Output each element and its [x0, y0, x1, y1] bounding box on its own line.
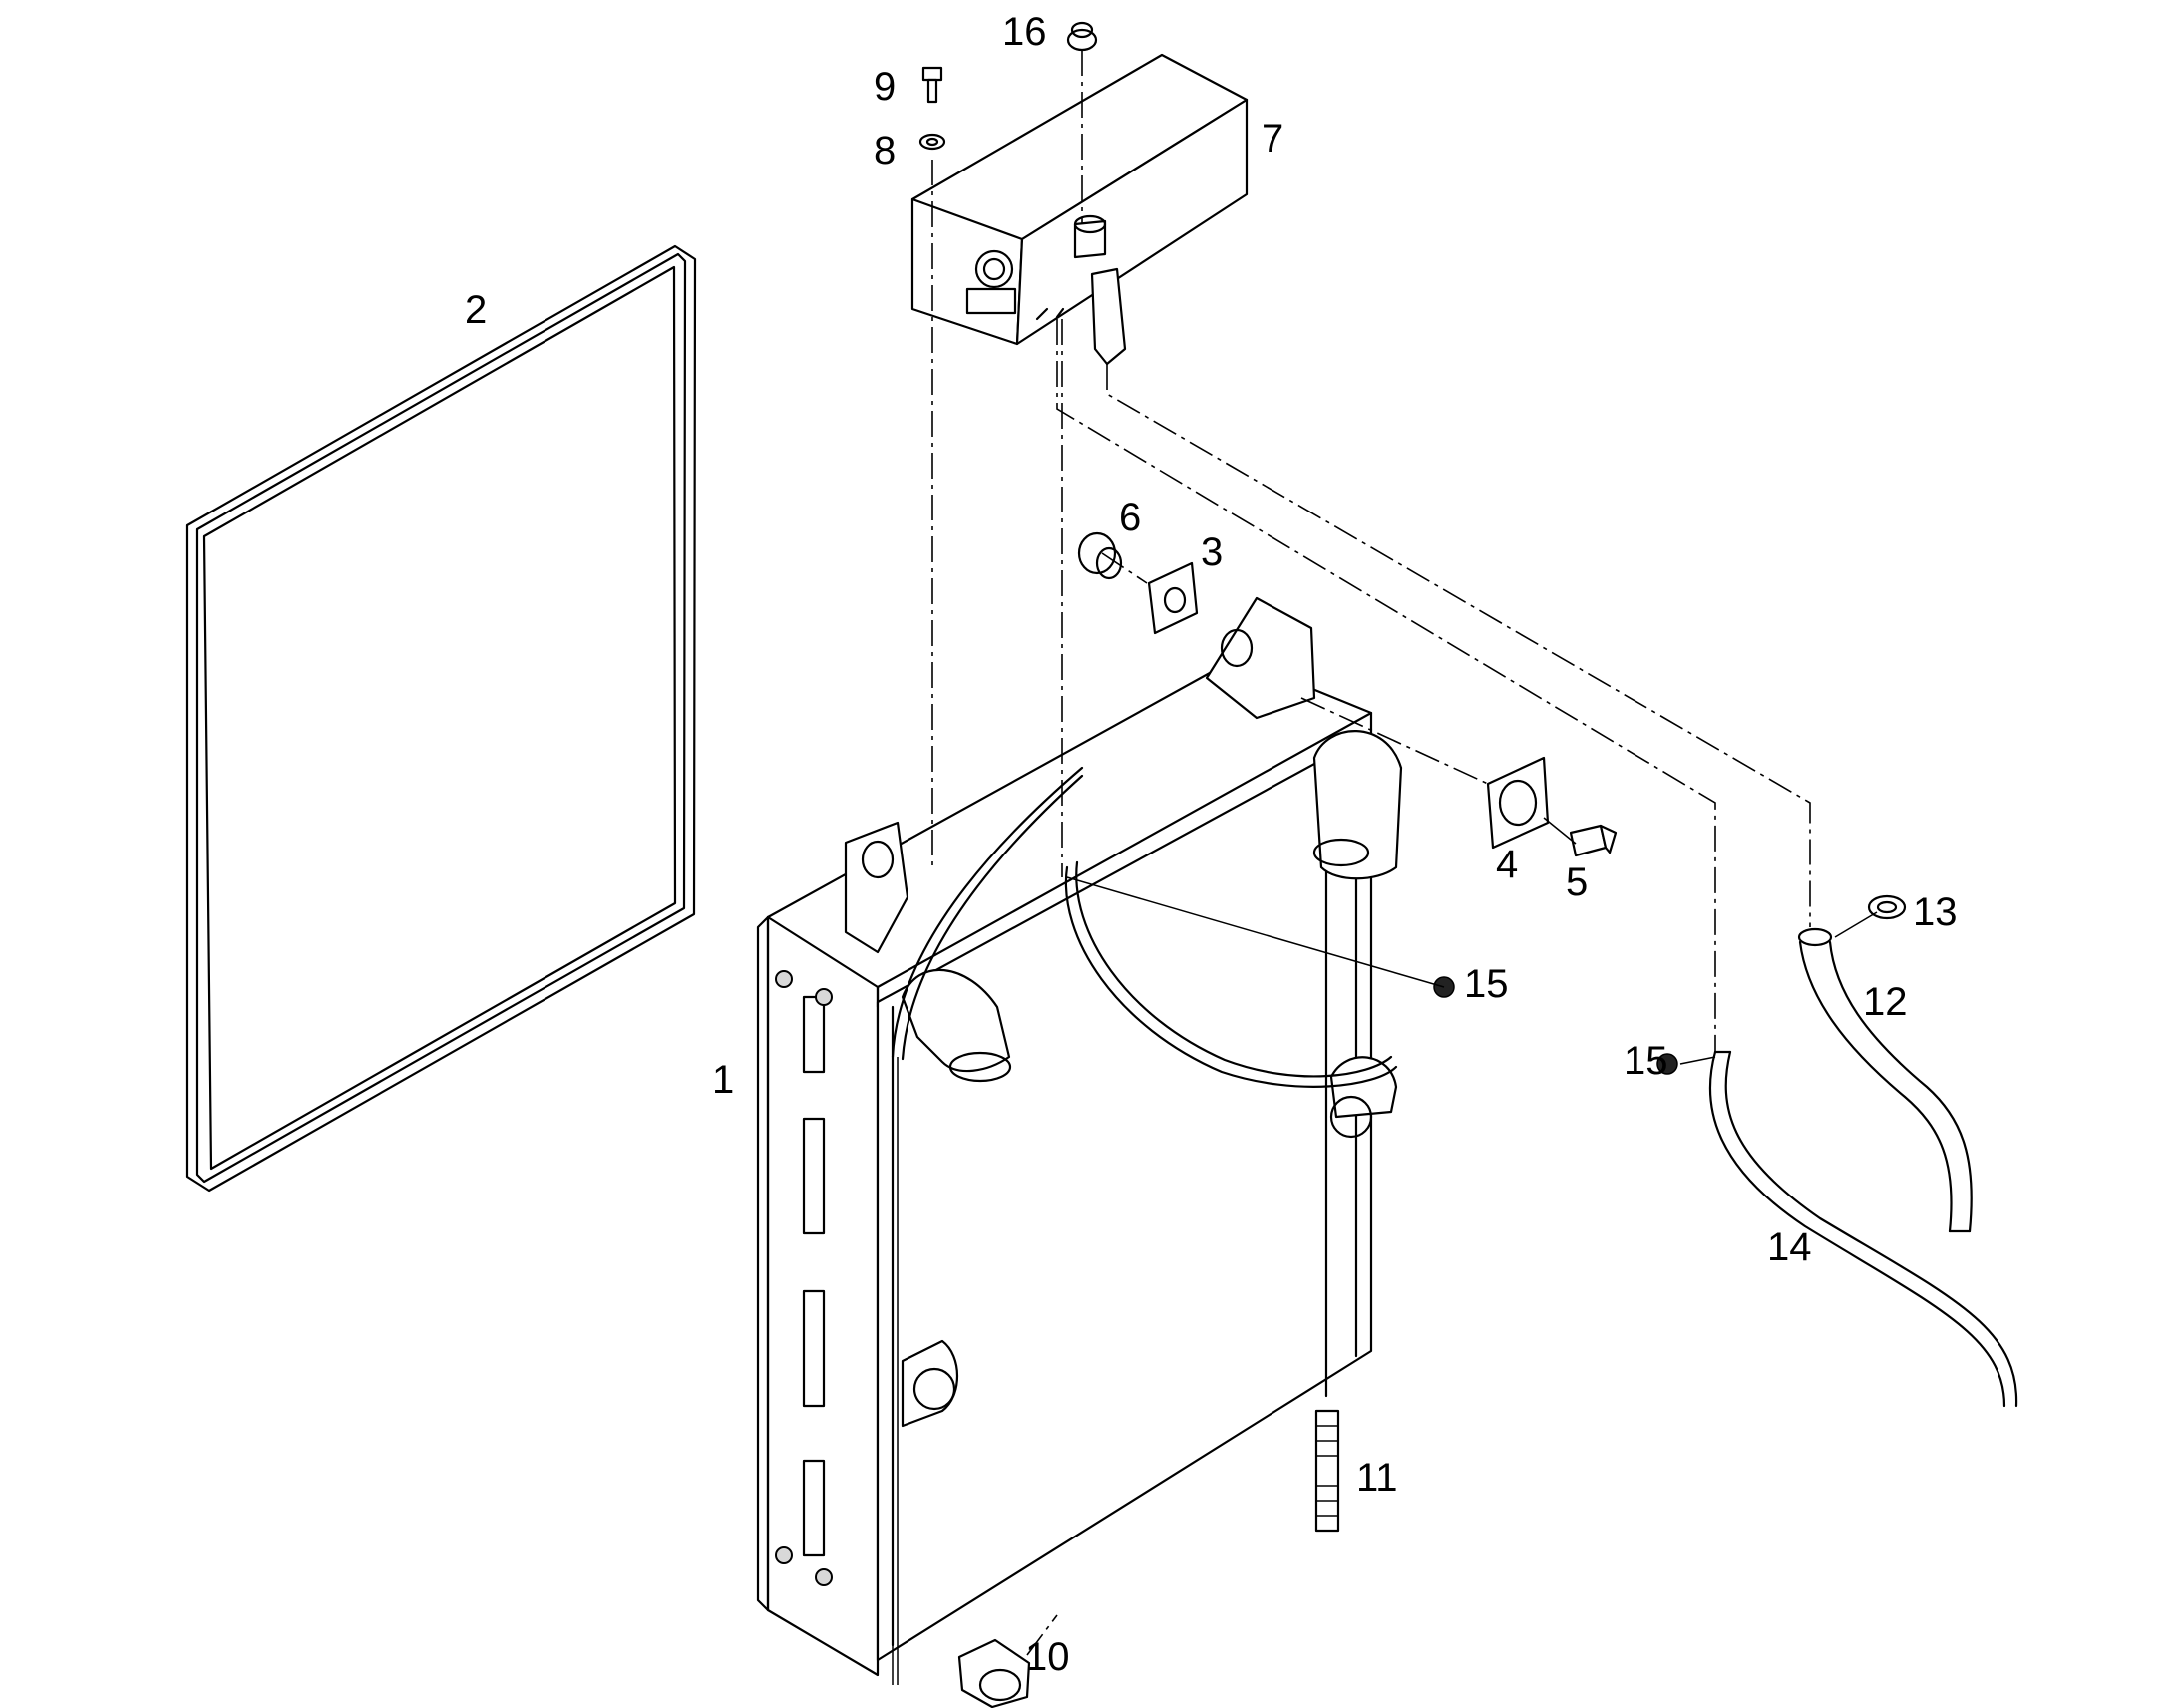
gasket-4[interactable] — [1486, 756, 1550, 850]
plate-3[interactable] — [1147, 561, 1199, 635]
callout-4: 4 — [1496, 843, 1518, 886]
callout-14: 14 — [1767, 1225, 1812, 1269]
callout-5: 5 — [1566, 860, 1588, 904]
callout-1: 1 — [712, 1058, 734, 1102]
screw-5[interactable] — [1569, 824, 1618, 857]
callout-2: 2 — [465, 288, 487, 332]
filler-cap[interactable] — [1066, 21, 1098, 52]
callout-3: 3 — [1201, 530, 1223, 574]
hose-14[interactable] — [1708, 1050, 2018, 1408]
callout-13: 13 — [1913, 890, 1958, 934]
clamp-13[interactable] — [1867, 894, 1907, 920]
callout-12: 12 — [1863, 980, 1908, 1024]
callout-16: 16 — [1002, 10, 1047, 54]
callout-9: 9 — [874, 65, 896, 109]
callout-10: 10 — [1025, 1635, 1070, 1679]
radiator-assembly[interactable] — [756, 596, 1403, 1685]
bolt-9[interactable] — [921, 66, 943, 104]
callout-8: 8 — [874, 129, 896, 172]
seal-frame[interactable] — [185, 244, 697, 1193]
callout-7: 7 — [1262, 117, 1283, 161]
callout-15-lower: 15 — [1624, 1039, 1668, 1083]
washer-8[interactable] — [918, 133, 946, 151]
hose-12[interactable] — [1797, 927, 1973, 1233]
callout-15-upper: 15 — [1464, 962, 1509, 1006]
drain-plug-10[interactable] — [957, 1638, 1031, 1708]
clip-15-lower[interactable] — [1656, 1053, 1678, 1075]
callout-11: 11 — [1356, 1456, 1398, 1500]
stud-11[interactable] — [1314, 1409, 1340, 1533]
grommet-6[interactable] — [1077, 531, 1123, 580]
expansion-tank[interactable] — [910, 53, 1249, 366]
callout-6: 6 — [1119, 496, 1141, 539]
assembly-lines — [931, 50, 1878, 1656]
